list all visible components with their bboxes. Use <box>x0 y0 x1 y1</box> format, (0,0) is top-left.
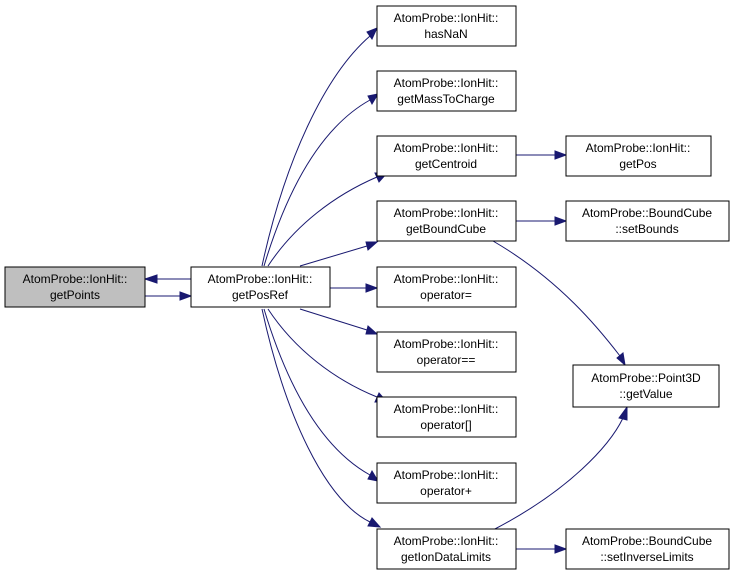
node-opassign[interactable]: AtomProbe::IonHit:: operator= <box>376 266 517 308</box>
arrowhead <box>554 150 568 160</box>
node-getcentroid-line1: AtomProbe::IonHit:: <box>394 141 499 155</box>
arrowhead <box>367 517 382 528</box>
arrowhead <box>367 469 380 482</box>
node-getposref[interactable]: AtomProbe::IonHit:: getPosRef <box>190 266 331 308</box>
node-opplus[interactable]: AtomProbe::IonHit:: operator+ <box>376 462 517 504</box>
node-setinverselimits-line2: ::setInverseLimits <box>600 550 693 564</box>
node-getcentroid-line2: getCentroid <box>415 157 477 171</box>
node-opplus-line1: AtomProbe::IonHit:: <box>394 468 499 482</box>
node-hasnan-line1: AtomProbe::IonHit:: <box>394 11 499 25</box>
node-opindex-line1: AtomProbe::IonHit:: <box>394 402 499 416</box>
node-setbounds[interactable]: AtomProbe::BoundCube ::setBounds <box>565 200 730 242</box>
node-opindex[interactable]: AtomProbe::IonHit:: operator[] <box>376 396 517 438</box>
arrowhead <box>365 325 379 335</box>
node-getmasstocharge-line2: getMassToCharge <box>397 92 495 106</box>
arrowhead <box>365 283 379 293</box>
edge-getboundcube-to-getvalue <box>492 240 621 357</box>
node-opplus-line2: operator+ <box>420 484 472 498</box>
edge-getiondatalimits-to-getvalue <box>492 417 624 531</box>
node-getiondatalimits-line1: AtomProbe::IonHit:: <box>394 534 499 548</box>
node-opassign-line1: AtomProbe::IonHit:: <box>394 272 499 286</box>
node-opequal-line1: AtomProbe::IonHit:: <box>394 337 499 351</box>
edge-getposref-to-opindex <box>267 308 378 398</box>
edge-getposref-to-getiondatalimits <box>261 308 371 523</box>
node-getpoints-line2: getPoints <box>50 288 100 302</box>
arrowhead <box>179 291 193 301</box>
node-getvalue[interactable]: AtomProbe::Point3D ::getValue <box>572 364 720 408</box>
node-getmasstocharge[interactable]: AtomProbe::IonHit:: getMassToCharge <box>376 70 517 112</box>
node-getboundcube[interactable]: AtomProbe::IonHit:: getBoundCube <box>376 200 517 242</box>
node-opindex-line2: operator[] <box>420 418 471 432</box>
node-getpoints[interactable]: AtomProbe::IonHit:: getPoints <box>4 266 146 308</box>
edge-getposref-to-hasnan <box>261 35 371 267</box>
edge-getposref-to-opplus <box>263 308 371 476</box>
arrowhead <box>365 241 379 251</box>
node-getpos[interactable]: AtomProbe::IonHit:: getPos <box>565 135 712 177</box>
arrowhead <box>366 27 378 40</box>
node-setbounds-line2: ::setBounds <box>615 222 678 236</box>
arrowhead <box>618 405 628 421</box>
node-setinverselimits[interactable]: AtomProbe::BoundCube ::setInverseLimits <box>565 528 730 570</box>
arrowhead <box>616 352 626 367</box>
node-opassign-line2: operator= <box>420 288 472 302</box>
node-setbounds-line1: AtomProbe::BoundCube <box>582 206 712 220</box>
node-getvalue-line2: ::getValue <box>619 387 672 401</box>
node-getvalue-line1: AtomProbe::Point3D <box>591 371 701 385</box>
node-hasnan[interactable]: AtomProbe::IonHit:: hasNaN <box>376 5 517 47</box>
node-getcentroid[interactable]: AtomProbe::IonHit:: getCentroid <box>376 135 517 177</box>
node-setinverselimits-line1: AtomProbe::BoundCube <box>582 534 712 548</box>
arrowhead <box>554 544 568 554</box>
node-getiondatalimits[interactable]: AtomProbe::IonHit:: getIonDataLimits <box>376 528 517 570</box>
node-getmasstocharge-line1: AtomProbe::IonHit:: <box>394 76 499 90</box>
node-opequal-line2: operator== <box>417 353 476 367</box>
arrowhead <box>554 216 568 226</box>
arrowhead <box>367 93 380 106</box>
node-opequal[interactable]: AtomProbe::IonHit:: operator== <box>376 331 517 373</box>
node-getpos-line2: getPos <box>619 157 656 171</box>
node-getboundcube-line2: getBoundCube <box>406 222 486 236</box>
node-getiondatalimits-line2: getIonDataLimits <box>401 550 491 564</box>
edge-getposref-to-opequal <box>299 308 368 331</box>
edge-getposref-to-getcentroid <box>267 176 378 267</box>
node-getposref-line1: AtomProbe::IonHit:: <box>208 272 313 286</box>
node-getpoints-line1: AtomProbe::IonHit:: <box>23 272 128 286</box>
node-hasnan-line2: hasNaN <box>424 27 467 41</box>
edge-getposref-to-getmasstocharge <box>263 99 371 267</box>
node-getpos-line1: AtomProbe::IonHit:: <box>586 141 691 155</box>
edge-getposref-to-getboundcube <box>299 245 368 267</box>
node-getboundcube-line1: AtomProbe::IonHit:: <box>394 206 499 220</box>
arrowhead <box>143 274 158 284</box>
node-getposref-line2: getPosRef <box>232 288 289 302</box>
